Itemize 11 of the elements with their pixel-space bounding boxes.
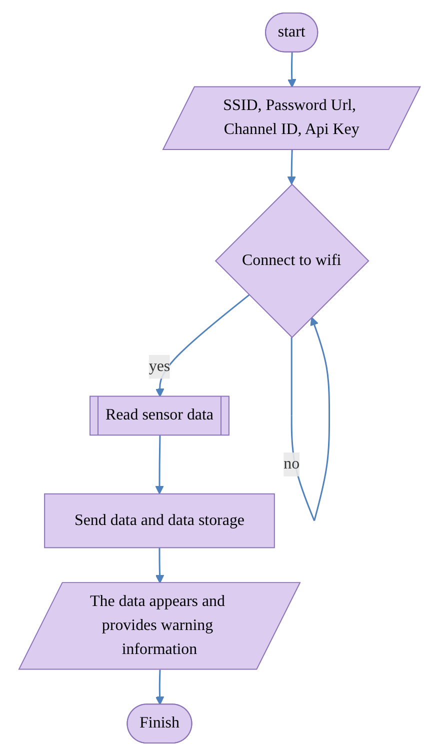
- node-box: Send data and data storage: [44, 493, 276, 548]
- arrow: [288, 150, 296, 185]
- arrow: [156, 548, 165, 584]
- edge-label: no: [284, 456, 300, 472]
- arrow: [288, 52, 297, 88]
- arrow: [156, 670, 165, 706]
- arrow: [291, 316, 330, 521]
- arrow: [156, 294, 250, 398]
- edge-label: yes: [149, 358, 171, 375]
- arrow: [156, 436, 164, 494]
- node-diamond: Connect to wifi: [215, 184, 370, 338]
